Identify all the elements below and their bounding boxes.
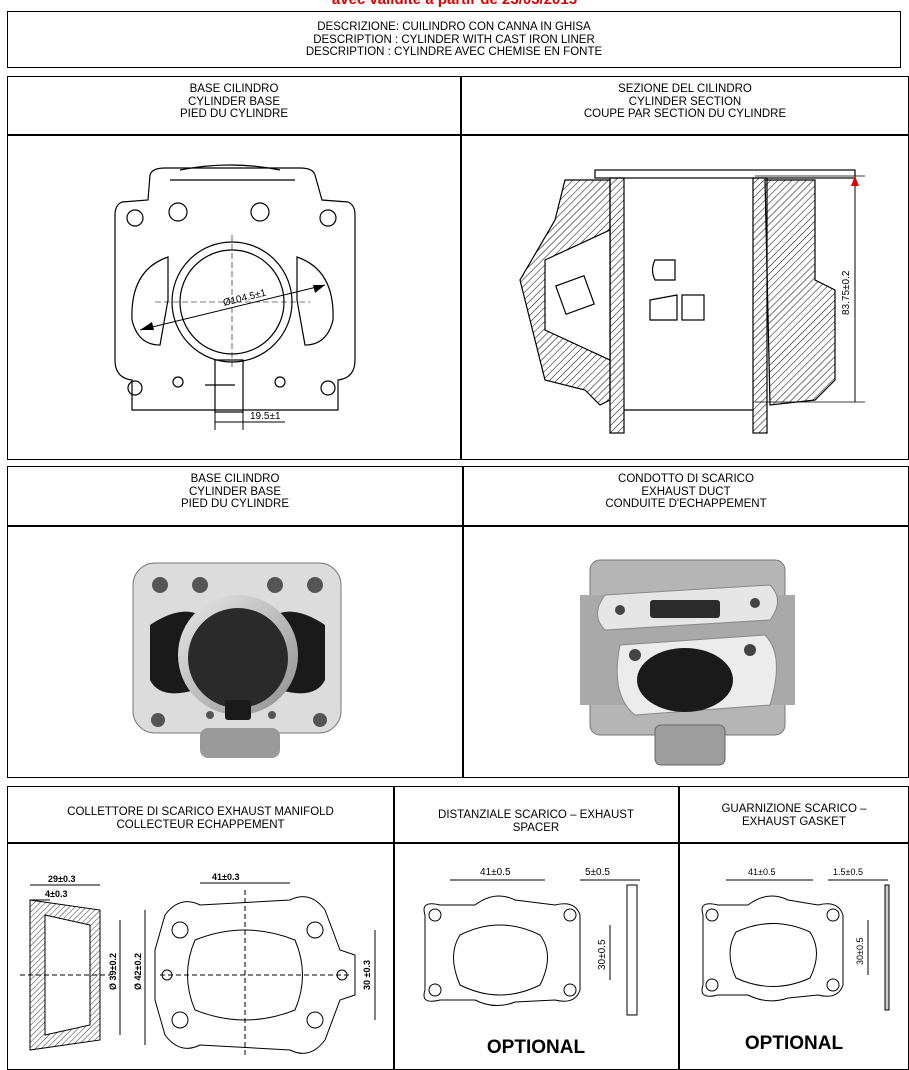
port-dimension: 19.5±1 xyxy=(250,411,281,422)
manifold-dim-flange: 4±0.3 xyxy=(45,889,67,899)
cylinder-base-photo xyxy=(132,562,342,758)
bore-dimension: Ø104.5±1 xyxy=(222,288,268,309)
description-it: DESCRIZIONE: CUILINDRO CON CANNA IN GHIS… xyxy=(317,21,591,33)
description-en: DESCRIPTION : CYLINDER WITH CAST IRON LI… xyxy=(313,33,595,46)
manifold-dim-outer: Ø 42±0.2 xyxy=(133,953,143,990)
gasket-dim-height: 30±0.5 xyxy=(855,938,865,965)
exhaust-duct-photo xyxy=(580,559,795,766)
gasket-dim-width: 41±0.5 xyxy=(748,867,775,877)
gasket-optional-label: OPTIONAL xyxy=(744,1033,844,1054)
spacer-dim-height: 30±0.5 xyxy=(597,939,608,970)
cylinder-base-drawing: Ø104.5±1 19.5±1 xyxy=(114,164,356,430)
manifold-dim-length: 29±0.3 xyxy=(48,874,75,884)
exhaust-spacer-drawing: 41±0.5 5±0.5 30±0.5 xyxy=(423,867,640,1016)
panel3-gasket-title: GUARNIZIONE SCARICO –EXHAUST GASKET xyxy=(721,803,867,828)
manifold-dim-inner: Ø 39±0.2 xyxy=(108,953,118,990)
height-dimension: 83.75±0.2 xyxy=(841,270,852,315)
manifold-dim-height: 30 ±0.3 xyxy=(362,960,372,990)
cylinder-section-drawing: 83.75±0.2 xyxy=(519,169,865,434)
gasket-dim-thickness: 1.5±0.5 xyxy=(833,867,863,877)
validity-banner: avec validité à partir de 23/03/2015 xyxy=(0,0,909,8)
spacer-dim-thickness: 5±0.5 xyxy=(585,867,610,878)
panel-exhaust-parts xyxy=(7,786,909,1070)
exhaust-manifold-drawing: 29±0.3 4±0.3 41±0.3 Ø 39±0.2 Ø 42±0.2 30… xyxy=(20,872,376,1055)
spacer-optional-label: OPTIONAL xyxy=(486,1037,586,1058)
description-fr: DESCRIPTION : CYLINDRE AVEC CHEMISE EN F… xyxy=(305,46,603,58)
manifold-dim-width: 41±0.3 xyxy=(212,872,239,882)
spacer-dim-width: 41±0.5 xyxy=(480,867,511,878)
description-box: DESCRIZIONE: CUILINDRO CON CANNA IN GHIS… xyxy=(7,11,901,68)
exhaust-gasket-drawing: 41±0.5 1.5±0.5 30±0.5 xyxy=(701,867,890,1011)
